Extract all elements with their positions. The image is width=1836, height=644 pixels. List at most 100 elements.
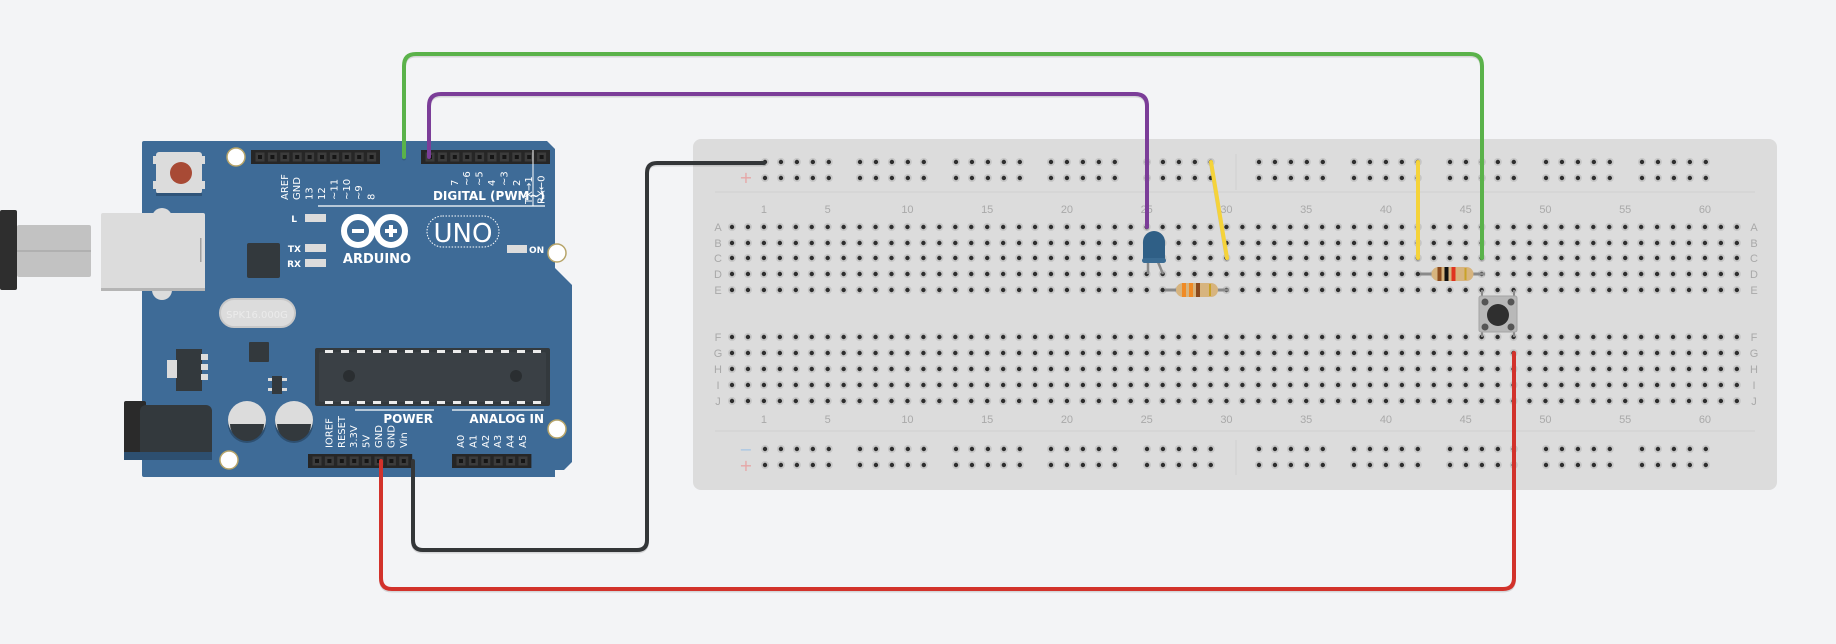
breadboard-hole[interactable] — [1638, 255, 1644, 261]
breadboard-hole[interactable] — [1543, 398, 1548, 404]
breadboard-hole[interactable] — [1288, 271, 1293, 277]
breadboard-hole[interactable] — [1686, 334, 1692, 340]
breadboard-hole[interactable] — [1112, 334, 1118, 340]
breadboard-hole[interactable] — [1383, 334, 1389, 340]
breadboard-hole[interactable] — [777, 271, 783, 277]
breadboard-hole[interactable] — [1272, 159, 1278, 165]
breadboard-hole[interactable] — [1734, 255, 1740, 261]
breadboard-hole[interactable] — [1511, 240, 1516, 246]
breadboard-hole[interactable] — [1112, 159, 1118, 165]
breadboard-hole[interactable] — [745, 287, 751, 293]
breadboard-hole[interactable] — [810, 175, 816, 181]
pushbutton[interactable] — [1478, 290, 1518, 337]
breadboard-hole[interactable] — [953, 366, 958, 372]
breadboard-hole[interactable] — [1575, 287, 1580, 293]
breadboard-hole[interactable] — [1000, 287, 1006, 293]
breadboard-hole[interactable] — [905, 350, 910, 356]
breadboard-hole[interactable] — [841, 240, 846, 246]
breadboard-hole[interactable] — [1670, 255, 1676, 261]
breadboard-hole[interactable] — [1479, 398, 1484, 404]
breadboard-hole[interactable] — [729, 287, 735, 293]
breadboard-hole[interactable] — [1112, 398, 1118, 404]
breadboard-hole[interactable] — [1351, 255, 1357, 261]
breadboard-hole[interactable] — [985, 175, 991, 181]
breadboard-hole[interactable] — [1080, 271, 1086, 277]
breadboard-hole[interactable] — [1670, 224, 1676, 230]
breadboard-hole[interactable] — [1654, 287, 1660, 293]
breadboard-hole[interactable] — [1192, 350, 1197, 356]
breadboard-hole[interactable] — [1479, 366, 1484, 372]
breadboard-hole[interactable] — [1351, 159, 1357, 165]
breadboard-hole[interactable] — [1288, 398, 1293, 404]
breadboard-hole[interactable] — [1655, 446, 1661, 452]
breadboard-hole[interactable] — [1543, 175, 1549, 181]
breadboard-hole[interactable] — [1288, 159, 1294, 165]
breadboard-hole[interactable] — [1064, 240, 1070, 246]
breadboard-hole[interactable] — [1559, 350, 1564, 356]
breadboard-hole[interactable] — [777, 334, 783, 340]
breadboard-hole[interactable] — [1080, 240, 1086, 246]
breadboard-hole[interactable] — [1224, 382, 1229, 388]
breadboard-hole[interactable] — [969, 334, 974, 340]
breadboard-hole[interactable] — [1128, 224, 1133, 230]
breadboard-hole[interactable] — [985, 462, 991, 468]
breadboard-hole[interactable] — [1671, 462, 1677, 468]
breadboard-hole[interactable] — [905, 159, 911, 165]
breadboard-hole[interactable] — [761, 334, 767, 340]
breadboard-hole[interactable] — [1655, 159, 1661, 165]
reset-button[interactable] — [153, 152, 205, 196]
breadboard-hole[interactable] — [1064, 334, 1070, 340]
breadboard-hole[interactable] — [1367, 271, 1373, 277]
breadboard-hole[interactable] — [1447, 287, 1452, 293]
breadboard-hole[interactable] — [1511, 224, 1516, 230]
breadboard-hole[interactable] — [1559, 159, 1565, 165]
breadboard-hole[interactable] — [1096, 271, 1102, 277]
breadboard-hole[interactable] — [969, 398, 974, 404]
breadboard-hole[interactable] — [1638, 350, 1644, 356]
breadboard-hole[interactable] — [1288, 175, 1294, 181]
breadboard-hole[interactable] — [1702, 240, 1708, 246]
breadboard-hole[interactable] — [1208, 240, 1213, 246]
breadboard-hole[interactable] — [985, 224, 990, 230]
breadboard-hole[interactable] — [1447, 446, 1453, 452]
breadboard-hole[interactable] — [1351, 334, 1357, 340]
breadboard-hole[interactable] — [1559, 271, 1564, 277]
breadboard-hole[interactable] — [1623, 366, 1628, 372]
breadboard-hole[interactable] — [905, 462, 911, 468]
breadboard-hole[interactable] — [793, 287, 798, 293]
breadboard-hole[interactable] — [1288, 240, 1293, 246]
breadboard-hole[interactable] — [1654, 334, 1660, 340]
breadboard-hole[interactable] — [1351, 175, 1357, 181]
breadboard-hole[interactable] — [857, 462, 863, 468]
breadboard-hole[interactable] — [1256, 255, 1261, 261]
breadboard-hole[interactable] — [1017, 462, 1022, 468]
breadboard-hole[interactable] — [953, 255, 958, 261]
breadboard-hole[interactable] — [793, 255, 798, 261]
breadboard-hole[interactable] — [1495, 366, 1500, 372]
breadboard-hole[interactable] — [953, 350, 958, 356]
breadboard-hole[interactable] — [985, 446, 991, 452]
breadboard-hole[interactable] — [1032, 366, 1038, 372]
breadboard-hole[interactable] — [825, 334, 830, 340]
breadboard-hole[interactable] — [1383, 462, 1389, 468]
breadboard-hole[interactable] — [809, 334, 814, 340]
breadboard-hole[interactable] — [1032, 240, 1038, 246]
breadboard-hole[interactable] — [1319, 398, 1325, 404]
breadboard-hole[interactable] — [921, 224, 926, 230]
breadboard-hole[interactable] — [1048, 350, 1054, 356]
breadboard-hole[interactable] — [1734, 350, 1740, 356]
breadboard-hole[interactable] — [1256, 350, 1261, 356]
breadboard-hole[interactable] — [1128, 240, 1133, 246]
breadboard-hole[interactable] — [793, 240, 798, 246]
breadboard-hole[interactable] — [1016, 240, 1022, 246]
breadboard-hole[interactable] — [1319, 271, 1325, 277]
breadboard-hole[interactable] — [1017, 446, 1022, 452]
breadboard-hole[interactable] — [921, 175, 926, 181]
breadboard-hole[interactable] — [794, 462, 800, 468]
breadboard-hole[interactable] — [1272, 255, 1277, 261]
breadboard-hole[interactable] — [1096, 462, 1102, 468]
breadboard-hole[interactable] — [1527, 334, 1532, 340]
breadboard-hole[interactable] — [1543, 159, 1549, 165]
breadboard-hole[interactable] — [729, 366, 735, 372]
